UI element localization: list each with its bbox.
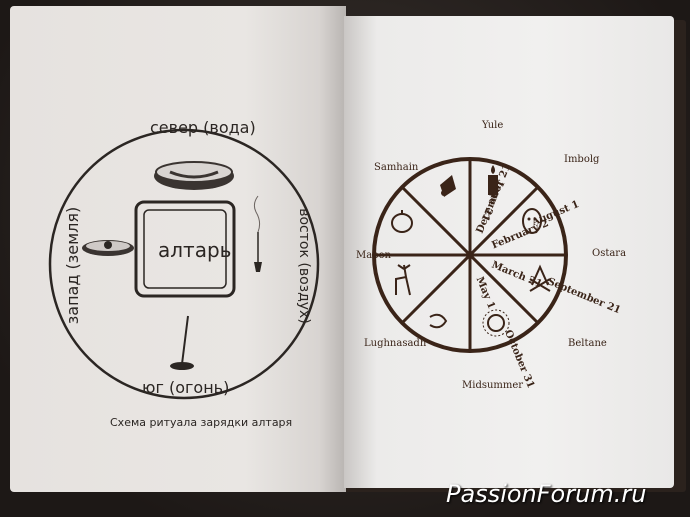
- altar-label: алтарь: [158, 238, 232, 262]
- east-label: восток (воздух): [295, 208, 312, 324]
- altar-box: [134, 200, 236, 298]
- diagram-caption: Схема ритуала зарядки алтаря: [110, 416, 293, 429]
- cornucopia-icon: [429, 313, 448, 329]
- sabbat-midsummer: Midsummer: [462, 380, 523, 391]
- holly-icon: [440, 175, 456, 197]
- sabbat-samhain: Samhain: [374, 162, 419, 173]
- candle-icon: [170, 315, 194, 370]
- sun-icon: [482, 309, 510, 337]
- sabbat-lughnasadh: Lughnasadh: [364, 338, 427, 349]
- date-august: August 1: [530, 199, 581, 229]
- water-bowl-icon: [154, 161, 234, 190]
- date-may: May 1: [474, 275, 497, 310]
- incense-icon: [253, 195, 262, 272]
- sabbat-imbolg: Imbolg: [564, 154, 600, 165]
- stag-icon: [395, 264, 411, 296]
- bonfire-icon: [529, 264, 551, 292]
- sabbat-ostara: Ostara: [592, 248, 626, 259]
- left-page: север (вода) юг (огонь) запад (земля) во…: [10, 6, 346, 492]
- pumpkin-icon: [391, 210, 413, 233]
- sabbat-mabon: Mabon: [356, 250, 392, 261]
- right-page: [344, 16, 674, 488]
- sabbat-yule: Yule: [481, 120, 503, 131]
- site-watermark: PassionForum.ru: [446, 480, 647, 508]
- sabbat-beltane: Beltane: [568, 338, 607, 349]
- altar-diagram: [48, 128, 320, 400]
- green-man-icon: [522, 208, 542, 234]
- west-label: запад (земля): [63, 206, 83, 325]
- candle-icon: [488, 165, 498, 195]
- north-label: север (вода): [150, 118, 256, 137]
- ritual-circle: [48, 128, 320, 400]
- wheel-of-year: December 21 February 2 March 21 May 1 Ju…: [356, 120, 626, 391]
- earth-plate-icon: [82, 240, 134, 256]
- south-label: юг (огонь): [142, 378, 230, 397]
